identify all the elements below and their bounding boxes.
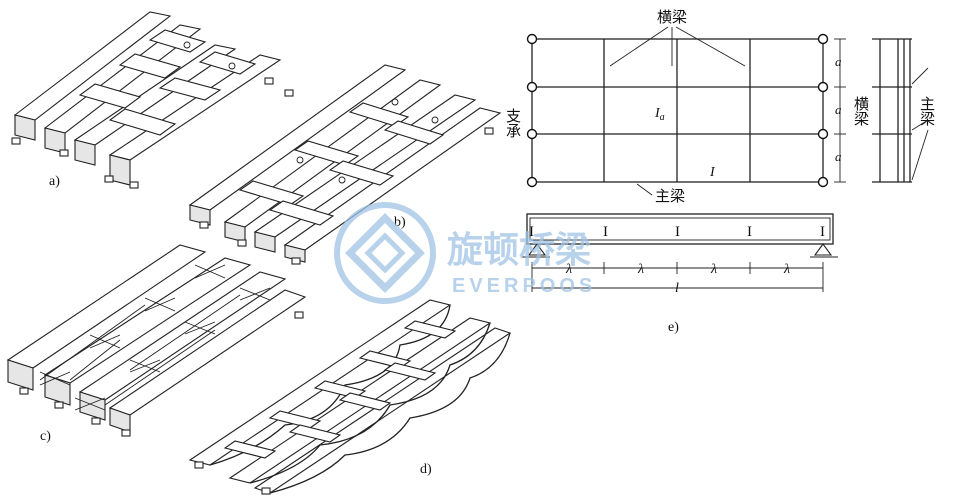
figure-d-label: d): [420, 462, 432, 477]
support-node: [526, 33, 538, 45]
stiffener-icon: I: [747, 224, 752, 240]
crossbeam-leader: [675, 26, 746, 67]
figure-e-plan-grid: 横梁 支承 Ia I 主梁 a a a: [504, 9, 846, 205]
figure-a-grillage: [11, 11, 294, 189]
watermark-en: EVERPOOS: [452, 275, 596, 297]
figure-d-arch-grillage: [188, 299, 512, 495]
crossbeam-leader: [609, 26, 669, 67]
support-node: [817, 81, 829, 93]
watermark: 旋顿桥梁 EVERPOOS: [334, 202, 596, 304]
stiffener-icon: I: [529, 224, 534, 240]
spacing-symbol: a: [835, 54, 842, 69]
roller-support-icon: [813, 243, 833, 256]
support-node: [526, 128, 538, 140]
watermark-cn: 旋顿桥梁: [447, 229, 591, 270]
section-crossbeam-label: 横梁: [852, 96, 869, 126]
panel-symbol: λ: [783, 262, 790, 277]
support-label: 支承: [504, 108, 521, 138]
main-girder-leader: [636, 183, 653, 196]
figure-c-label: c): [40, 429, 51, 444]
spacing-symbol: a: [835, 102, 842, 117]
figure-a-label: a): [49, 174, 60, 189]
panel-symbol: λ: [710, 262, 717, 277]
figure-c-braced-grillage: [6, 244, 307, 437]
figure-e-elevation: I I I I I λ λ λ λ l: [522, 213, 838, 296]
watermark-logo-icon: [334, 202, 436, 304]
panel-symbol: λ: [565, 262, 572, 277]
span-symbol: l: [675, 281, 679, 296]
main-girder-inertia-symbol: I: [709, 165, 716, 180]
main-girder-label: 主梁: [655, 188, 685, 205]
support-node: [817, 176, 829, 188]
section-main-girder-label: 主梁: [918, 96, 935, 126]
figure-b-grillage: [188, 64, 502, 265]
stiffener-icon: I: [820, 224, 825, 240]
spacing-symbol: a: [835, 149, 842, 164]
crossbeam-label: 横梁: [657, 9, 687, 26]
support-node: [526, 176, 538, 188]
figure-e-label: e): [668, 320, 679, 335]
support-node: [817, 33, 829, 45]
elevation-girder: [526, 213, 834, 245]
stiffener-icon: I: [603, 224, 608, 240]
support-node: [817, 128, 829, 140]
panel-symbol: λ: [637, 262, 644, 277]
stiffener-icon: I: [675, 224, 680, 240]
pin-support-icon: [527, 243, 547, 256]
crossbeam-inertia-symbol: Ia: [654, 106, 665, 123]
support-node: [526, 81, 538, 93]
figure-e-cross-section: 横梁 主梁: [852, 38, 935, 183]
